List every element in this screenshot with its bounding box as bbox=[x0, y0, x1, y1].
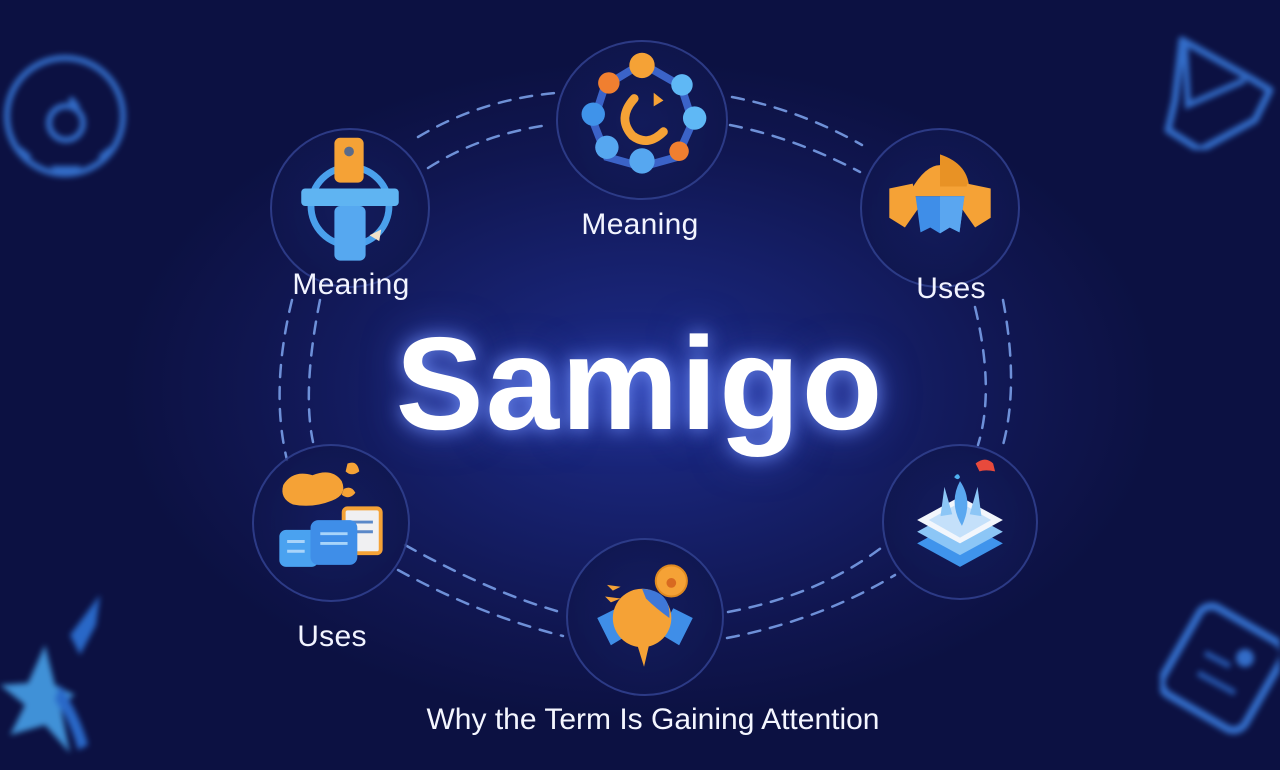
subtitle: Why the Term Is Gaining Attention bbox=[426, 703, 880, 736]
node-label-top-left: Meaning bbox=[292, 268, 410, 301]
target-tool-icon bbox=[301, 137, 399, 261]
node-label-top-right: Uses bbox=[916, 272, 986, 305]
map-chat-clipboard-icon bbox=[279, 462, 383, 567]
shooting-star-icon bbox=[0, 585, 120, 765]
node-top-right-uses[interactable] bbox=[860, 128, 1020, 288]
layered-crystal-icon bbox=[917, 459, 1003, 567]
node-label-bottom-left: Uses bbox=[297, 620, 367, 653]
node-top-meaning[interactable] bbox=[556, 40, 728, 200]
document-card-icon bbox=[1157, 598, 1280, 738]
network-cycle-icon bbox=[581, 52, 707, 174]
helmet-icon bbox=[889, 154, 991, 234]
main-title: Samigo bbox=[395, 310, 885, 457]
refresh-badge-icon bbox=[0, 28, 140, 178]
node-bottom-left-uses[interactable] bbox=[252, 444, 410, 602]
node-label-top: Meaning bbox=[581, 208, 699, 241]
node-bottom-right[interactable] bbox=[882, 444, 1038, 600]
cube-outline-icon bbox=[1160, 30, 1280, 154]
node-top-left-meaning[interactable] bbox=[270, 128, 430, 288]
globe-coin-icon bbox=[597, 564, 693, 667]
node-bottom[interactable] bbox=[566, 538, 724, 696]
